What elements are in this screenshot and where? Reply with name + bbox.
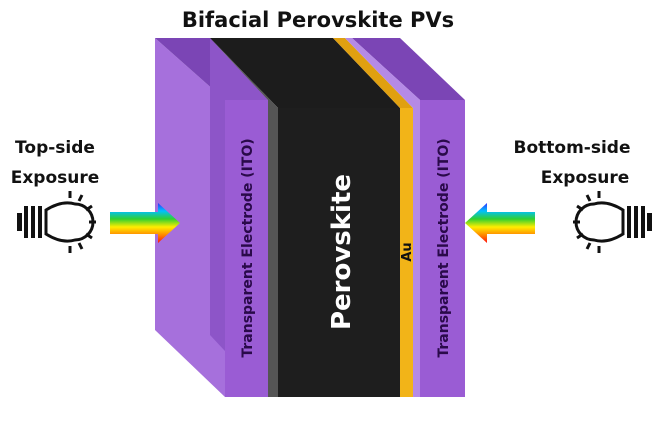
left-ito-layer: Transparent Electrode (ITO): [155, 38, 268, 397]
right-lightbulb-icon: [573, 191, 652, 253]
left-lightbulb-icon: [17, 191, 96, 253]
au-label: Au: [400, 242, 415, 261]
au-layer: Au: [333, 38, 415, 397]
right-ito-layer: Transparent Electrode (ITO): [345, 38, 465, 397]
perovskite-label: Perovskite: [327, 174, 357, 330]
top-side-label-line1: Top-side: [15, 138, 95, 158]
bottom-side-label-line2: Exposure: [541, 168, 630, 188]
perovskite-layer: Perovskite: [210, 38, 400, 397]
diagram-title: Bifacial Perovskite PVs: [182, 8, 454, 32]
right-light-arrow-icon: [465, 203, 535, 243]
bottom-side-label-line1: Bottom-side: [514, 138, 631, 158]
left-ito-label: Transparent Electrode (ITO): [240, 138, 256, 357]
left-light-arrow-icon: [110, 203, 180, 243]
top-side-label-line2: Exposure: [11, 168, 100, 188]
right-ito-label: Transparent Electrode (ITO): [436, 138, 452, 357]
